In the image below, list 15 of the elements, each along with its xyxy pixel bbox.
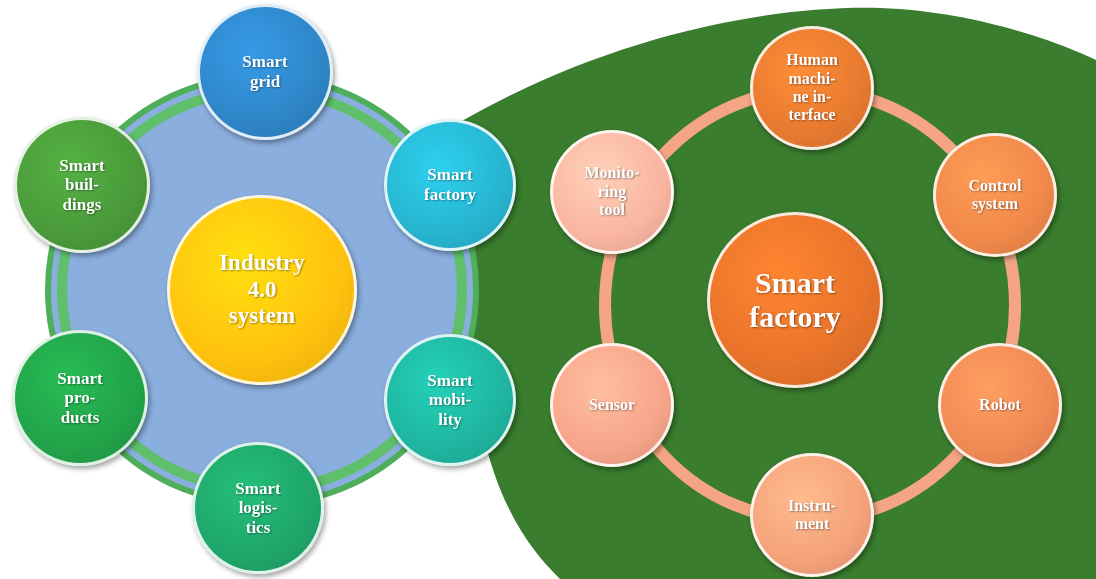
node-label: Smart mobi- lity — [427, 370, 473, 430]
node-label: Sensor — [588, 395, 636, 415]
node-label: Monito- ring tool — [584, 164, 640, 220]
node-label: Control system — [968, 176, 1022, 214]
node-label: Smart pro- ducts — [57, 368, 103, 428]
node-label: Smart factory — [424, 165, 476, 205]
node-label: Smart factory — [749, 265, 841, 335]
circle-node — [14, 117, 150, 253]
node-label: Human machi- ne in- terface — [786, 51, 838, 125]
node-label: Smart logis- tics — [235, 478, 281, 538]
node-label: Smart grid — [242, 52, 288, 92]
node-label: Industry 4.0 system — [219, 250, 305, 330]
node-label: Instru- ment — [788, 496, 836, 534]
node-label: Robot — [979, 395, 1021, 415]
node-label: Smart buil- dings — [59, 155, 105, 215]
